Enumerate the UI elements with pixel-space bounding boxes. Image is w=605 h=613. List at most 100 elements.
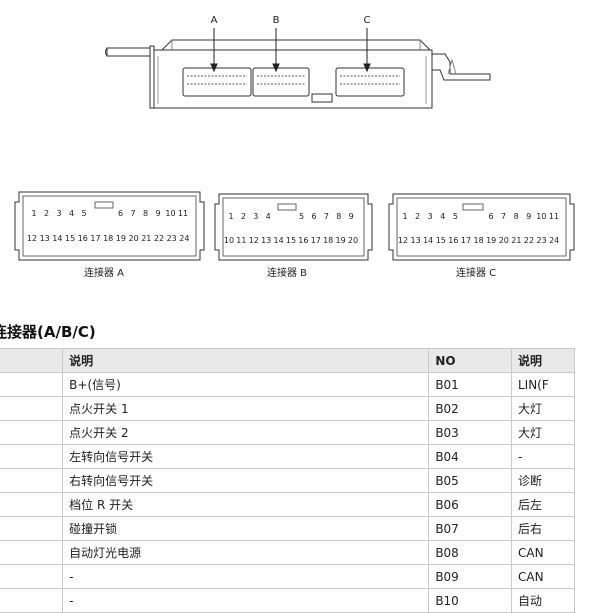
pin-number: 20 [348,236,358,245]
pin-desc-b: LIN(F [510,372,576,397]
pin-desc-b: 后右 [510,516,576,541]
pin-no-b: B09 [428,564,512,589]
table-row: A07碰撞开锁B07后右 [0,516,576,541]
pin-no-a: A01 [0,372,64,397]
pin-number: 4 [266,212,271,221]
header-desc-1: 说明 [62,348,430,373]
pin-number: 3 [253,212,258,221]
pin-number: 9 [155,209,160,218]
pin-desc-a: 点火开关 2 [62,420,430,445]
pin-number: 24 [179,234,189,243]
pin-desc-a: 碰撞开锁 [62,516,430,541]
pin-number: 10 [165,209,175,218]
pin-number: 8 [514,212,519,221]
pin-number: 18 [323,236,333,245]
pin-desc-b: 诊断 [510,468,576,493]
letter-b: B [273,15,280,26]
pin-no-a: A08 [0,540,64,565]
pin-desc-b: - [510,444,576,469]
letter-a: A [211,15,218,26]
pin-number: 7 [501,212,506,221]
pin-no-a: A09 [0,564,64,589]
pin-number: 15 [286,236,296,245]
connector-b-label: 连接器 B [267,266,307,279]
pin-number: 16 [298,236,308,245]
pin-number: 10 [224,236,234,245]
pin-number: 3 [56,209,61,218]
header-desc-2: 说明 [510,348,576,373]
pin-number: 1 [31,209,36,218]
pin-number: 15 [65,234,75,243]
pin-no-a: A05 [0,468,64,493]
pin-desc-a: B+(信号) [62,372,430,397]
pin-no-b: B03 [428,420,512,445]
pin-number: 14 [52,234,62,243]
pin-number: 12 [398,236,408,245]
pin-desc-a: 档位 R 开关 [62,492,430,517]
pin-number: 20 [129,234,139,243]
letter-c: C [364,15,371,26]
pin-number: 17 [461,236,471,245]
pin-desc-b: 后左 [510,492,576,517]
pin-number: 24 [549,236,559,245]
pin-no-b: B05 [428,468,512,493]
pin-number: 1 [228,212,233,221]
table-row: A05右转向信号开关B05诊断 [0,468,576,493]
pin-no-a: A02 [0,396,64,421]
pin-number: 12 [27,234,37,243]
pin-number: 22 [524,236,534,245]
pin-no-b: B07 [428,516,512,541]
connector-c-label: 连接器 C [456,266,496,279]
pin-desc-b: CAN [510,564,576,589]
pin-number: 4 [69,209,74,218]
pin-number: 7 [130,209,135,218]
pin-number: 17 [311,236,321,245]
pin-number: 13 [261,236,271,245]
pin-no-b: B06 [428,492,512,517]
pin-desc-a: 左转向信号开关 [62,444,430,469]
pin-desc-a: - [62,588,430,613]
pin-number: 13 [40,234,50,243]
pin-number: 22 [154,234,164,243]
pin-number: 6 [311,212,316,221]
pin-number: 14 [274,236,284,245]
header-no-2: NO [428,348,512,373]
pin-number: 17 [90,234,100,243]
pin-number: 4 [440,212,445,221]
pin-desc-a: 自动灯光电源 [62,540,430,565]
pin-desc-a: 右转向信号开关 [62,468,430,493]
pointer-arrows [210,28,371,73]
pin-number: 18 [103,234,113,243]
pin-number: 11 [549,212,559,221]
pin-number: 9 [349,212,354,221]
pin-desc-b: 大灯 [510,420,576,445]
pin-number: 23 [167,234,177,243]
ecu-module [105,39,491,109]
table-row: A08自动灯光电源B08CAN [0,540,576,565]
connector-a-label: 连接器 A [84,266,124,279]
pin-number: 11 [178,209,188,218]
pin-number: 23 [537,236,547,245]
pin-number: 2 [241,212,246,221]
pin-no-a: A03 [0,420,64,445]
pin-desc-b: CAN [510,540,576,565]
table-header-row: NO 说明 NO 说明 [0,348,576,373]
connector-letter-labels: A B C [210,15,371,73]
table-row: A04左转向信号开关B04- [0,444,576,469]
pin-number: 6 [488,212,493,221]
pin-number: 6 [118,209,123,218]
pin-number: 2 [415,212,420,221]
pin-number: 5 [81,209,86,218]
pin-number: 16 [78,234,88,243]
pin-no-b: B10 [428,588,512,613]
pin-number: 2 [44,209,49,218]
pin-no-a: A10 [0,588,64,613]
pin-number: 16 [448,236,458,245]
